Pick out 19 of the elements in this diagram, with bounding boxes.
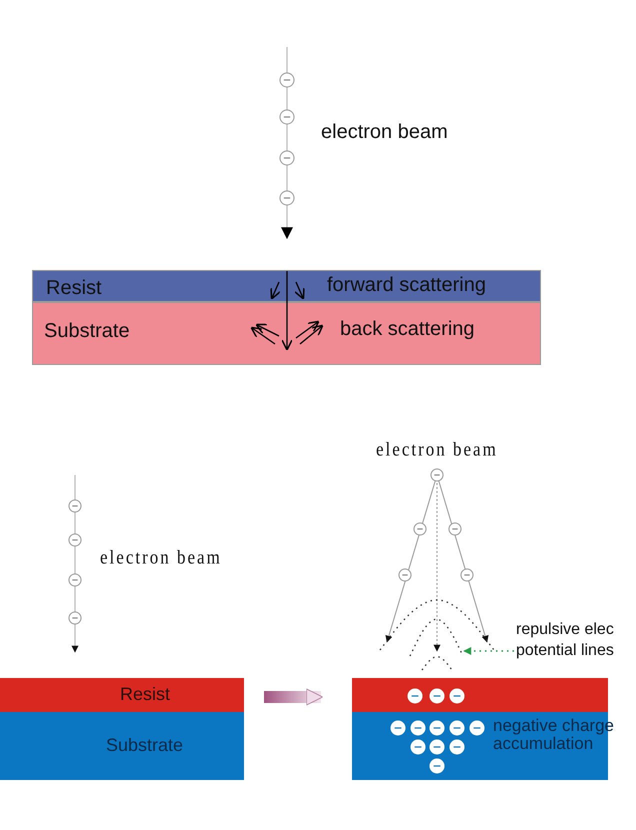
transition-arrow xyxy=(264,688,323,706)
beam-label: electron beam xyxy=(321,121,448,143)
layer-label: Substrate xyxy=(44,320,130,342)
potential-line xyxy=(409,618,464,656)
beam-label: electron beam xyxy=(100,548,222,570)
resist-layer xyxy=(352,678,608,712)
layer-label: Resist xyxy=(120,685,170,705)
layer-label: Resist xyxy=(46,277,102,299)
layer-label: Substrate xyxy=(106,736,184,756)
scattering-label: back scattering xyxy=(340,318,475,340)
scattering-label: forward scattering xyxy=(327,274,486,296)
substrate-layer xyxy=(0,712,244,780)
beam-label: electron beam xyxy=(376,440,498,462)
resist-layer xyxy=(32,270,541,302)
callout-text: repulsive elec potential lines xyxy=(516,620,615,661)
leader-line xyxy=(463,647,514,655)
substrate-layer xyxy=(32,302,541,365)
resist-layer xyxy=(0,678,244,712)
arrow xyxy=(281,271,293,351)
